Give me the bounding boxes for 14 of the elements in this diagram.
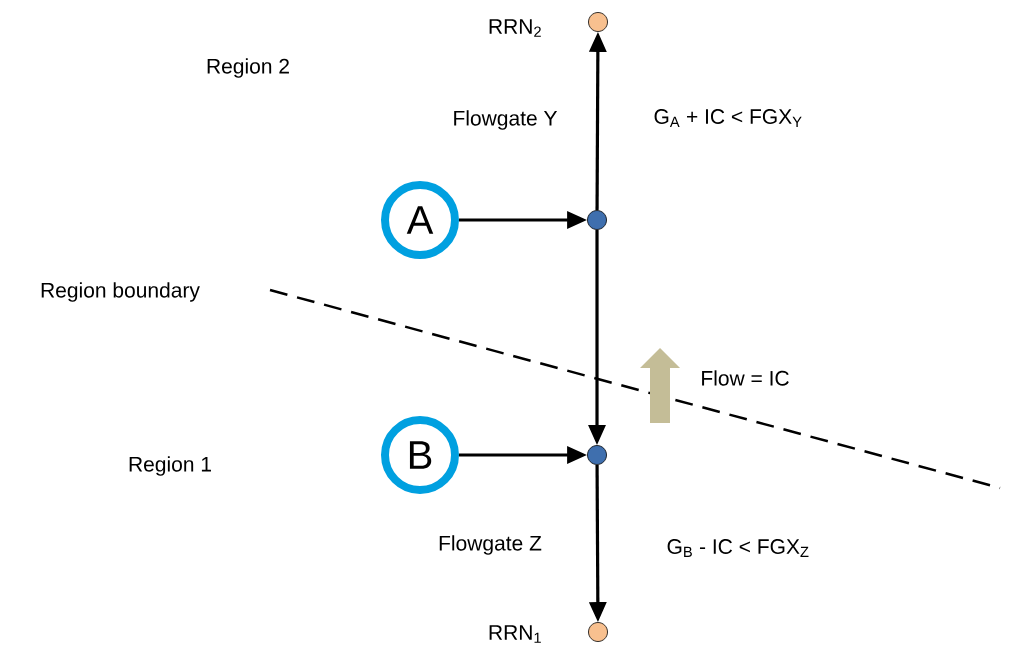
text-label: Region 1: [129, 456, 211, 476]
node-label: RRN$_{2}$: [489, 19, 541, 37]
node-label: RRN$_{1}$: [489, 625, 541, 643]
text-label: G$_{B}$ - IC < FGX$_{Z}$: [667, 539, 809, 557]
text-label: Region 2: [207, 58, 289, 78]
text-label: G$_{A}$ + IC < FGX$_{Y}$: [654, 109, 802, 127]
text-label: Region boundary: [41, 282, 200, 302]
text-label: Flow = IC: [702, 370, 789, 386]
end-node: [588, 622, 608, 642]
text-label: Flowgate Z: [439, 535, 542, 555]
bus-node: [587, 445, 607, 465]
end-node: [588, 12, 608, 32]
bus-node: [587, 210, 607, 230]
text-label: Flowgate Y: [454, 110, 558, 130]
